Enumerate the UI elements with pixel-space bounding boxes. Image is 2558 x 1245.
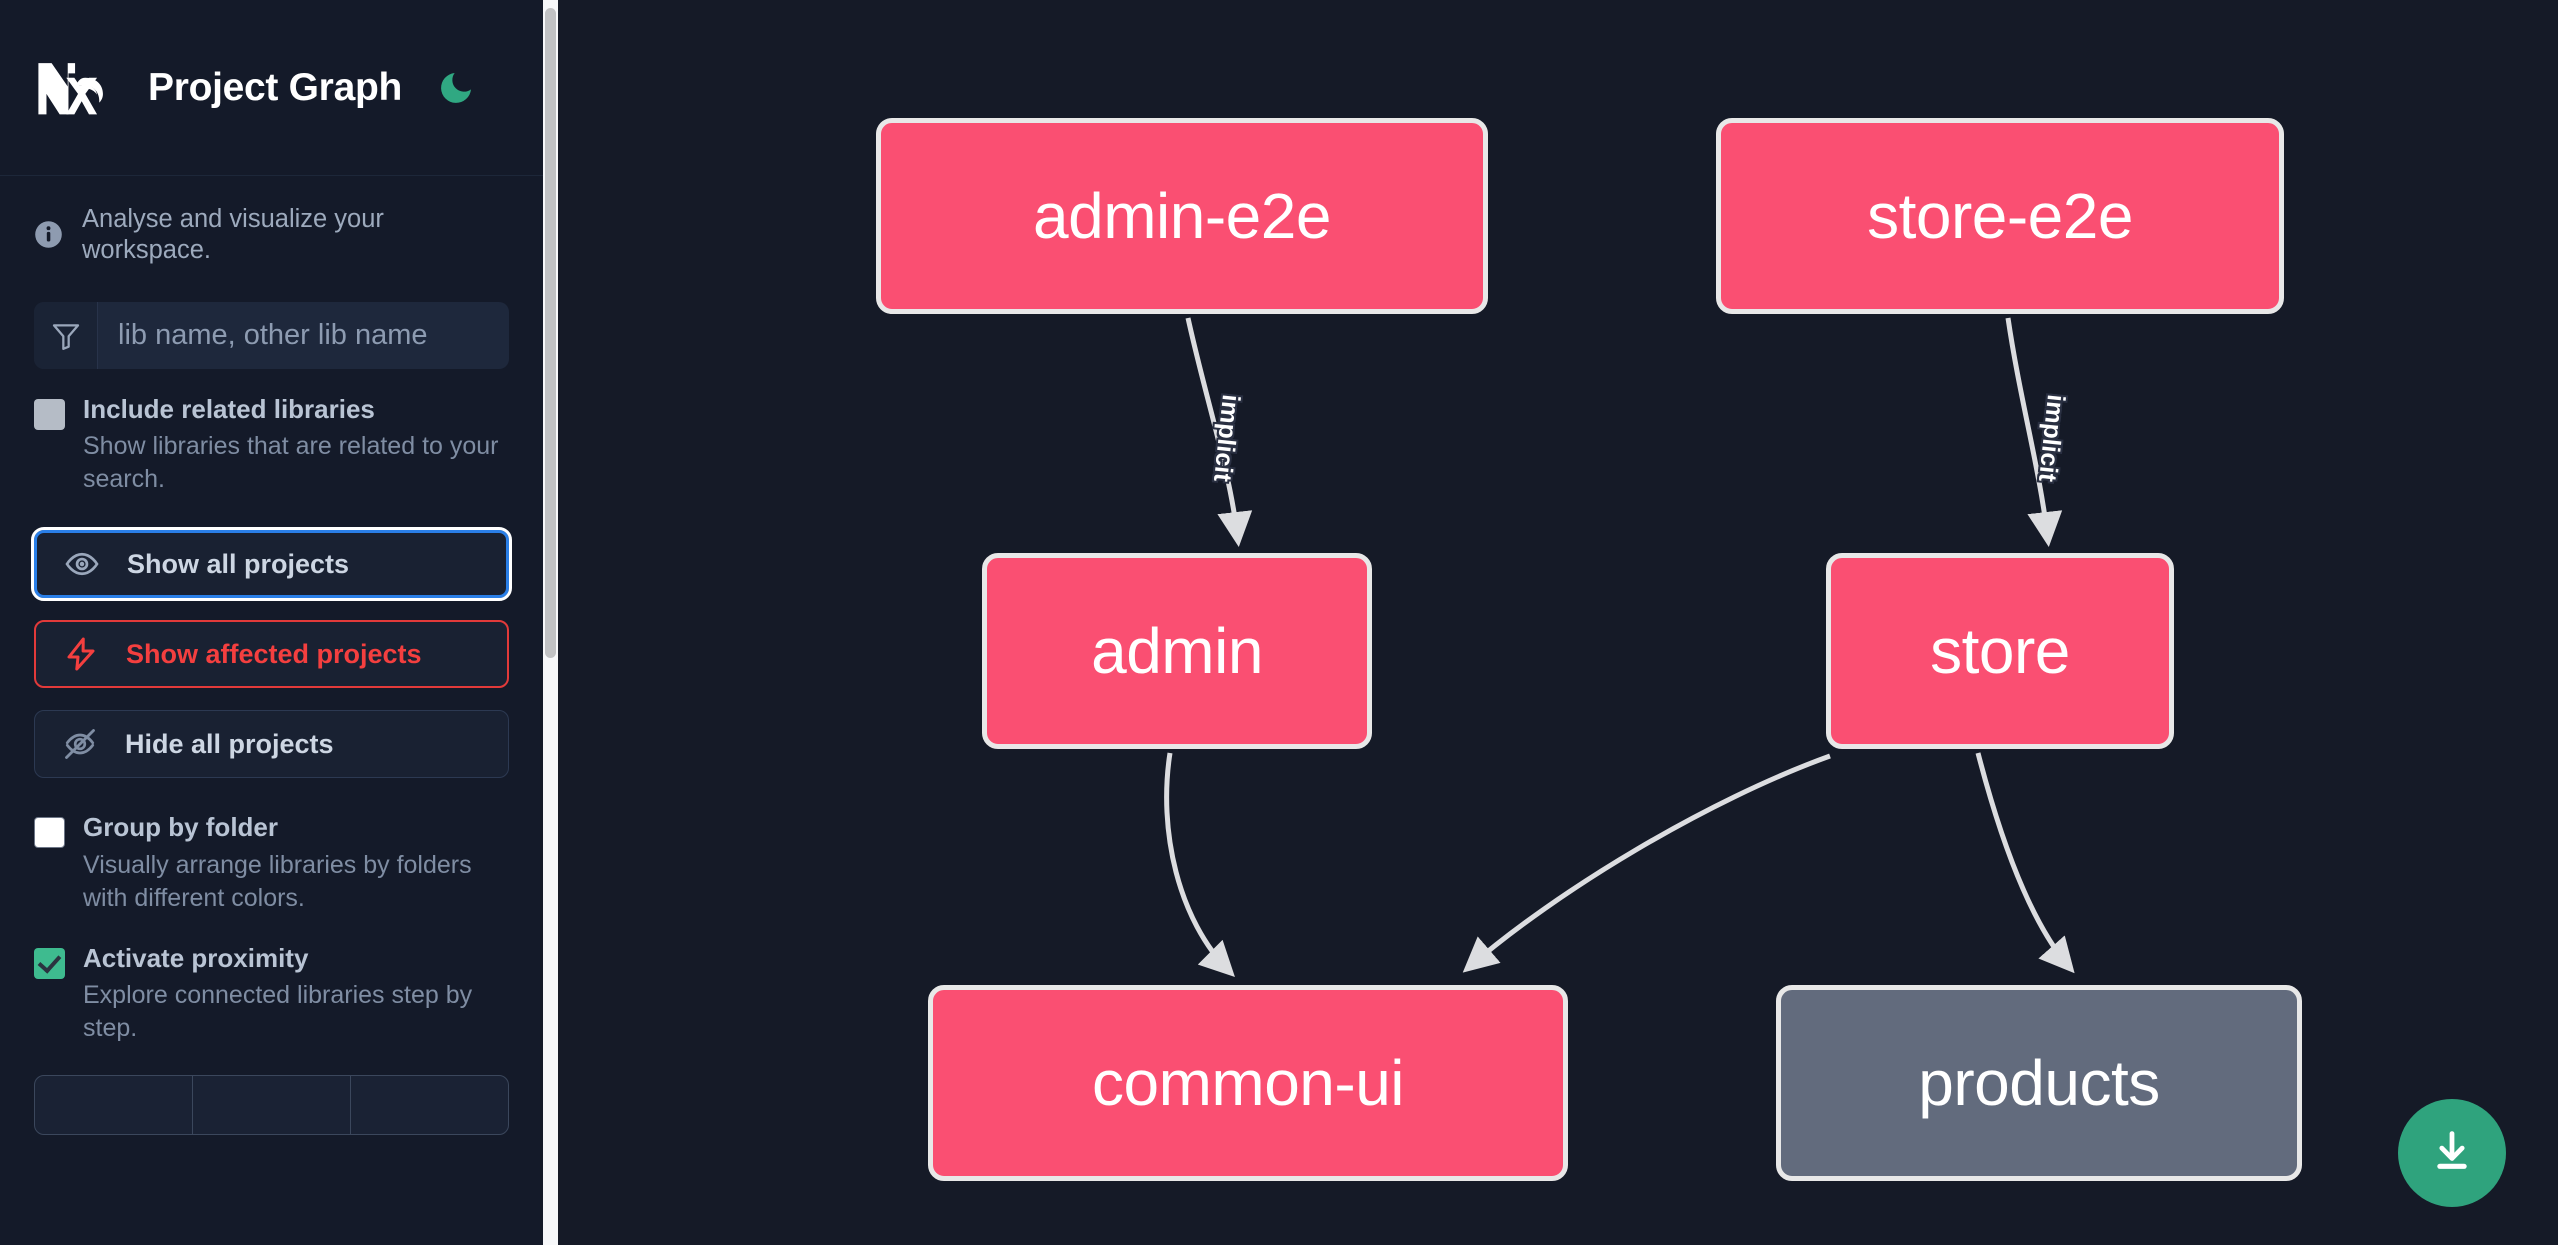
graph-node-label: store [1930,615,2070,687]
filter-row [0,265,543,370]
option-label: Group by folder [83,812,278,843]
download-image-button[interactable] [2398,1099,2506,1207]
sidebar-info-note: Analyse and visualize your workspace. [0,176,543,265]
proximity-step-segmented-control[interactable] [0,1074,543,1135]
option-description: Visually arrange libraries by folders wi… [83,850,472,912]
graph-node-common-ui[interactable]: common-ui [928,985,1568,1181]
sidebar-scrollbar-thumb[interactable] [545,8,556,658]
segment-cell[interactable] [351,1076,508,1134]
option-description: Explore connected libraries step by step… [83,980,473,1042]
option-group-by-folder[interactable]: Group by folder Visually arrange librari… [0,778,543,914]
edge-store-products [1975,752,2075,974]
eye-slash-icon [61,725,99,763]
moon-icon[interactable] [434,66,478,110]
edge-store-e2e-store [2005,317,2063,547]
graph-node-products[interactable]: products [1776,985,2302,1181]
filter-funnel-icon [34,302,98,370]
graph-edges [1164,317,2075,977]
graph-node-label: store-e2e [1867,180,2133,252]
option-label: Include related libraries [83,394,375,425]
edge-admin-common-ui [1164,752,1235,977]
segment-cell[interactable] [193,1075,351,1134]
projects-button-group: Show all projects Show affected projects [0,496,543,779]
search-input[interactable] [98,302,509,370]
show-affected-projects-button[interactable]: Show affected projects [34,620,509,689]
graph-node-label: common-ui [1091,1047,1405,1119]
page-title: Project Graph [148,65,402,109]
graph-node-label: products [1918,1047,2160,1119]
graph-node-label: admin-e2e [1033,180,1331,252]
option-description: Show libraries that are related to your … [83,432,499,494]
nx-logo-icon [34,57,122,119]
edge-admin-e2e-admin [1185,317,1253,547]
sidebar-info-text: Analyse and visualize your workspace. [82,205,384,264]
activate-proximity-checkbox[interactable] [34,947,65,979]
option-include-related-libraries[interactable]: Include related libraries Show libraries… [0,369,543,496]
sidebar-scroll-content: Project Graph Analyse and visualize your… [0,0,543,1245]
download-icon [2426,1126,2478,1181]
segment-cell[interactable] [35,1075,193,1134]
show-affected-projects-label: Show affected projects [126,638,422,669]
graph-node-label: admin [1091,615,1263,687]
hide-all-projects-button[interactable]: Hide all projects [34,710,509,779]
show-all-projects-button[interactable]: Show all projects [31,527,512,602]
option-activate-proximity[interactable]: Activate proximity Explore connected lib… [0,915,543,1045]
show-all-projects-label: Show all projects [127,548,350,579]
edge-store-common-ui [1462,753,1831,973]
eye-icon [63,545,101,583]
group-by-folder-checkbox[interactable] [34,817,65,849]
graph-node-store[interactable]: store [1826,553,2174,749]
graph-node-admin-e2e[interactable]: admin-e2e [876,118,1488,314]
lightning-bolt-icon [62,635,100,673]
graph-node-admin[interactable]: admin [982,553,1372,749]
search-box[interactable] [34,302,509,370]
option-label: Activate proximity [83,942,309,973]
sidebar: Project Graph Analyse and visualize your… [0,0,558,1245]
include-related-libraries-checkbox[interactable] [34,399,65,431]
hide-all-projects-label: Hide all projects [125,728,334,759]
sidebar-header: Project Graph [0,0,543,176]
sidebar-scrollbar-track[interactable] [543,0,558,1245]
graph-node-store-e2e[interactable]: store-e2e [1716,118,2284,314]
graph-canvas[interactable]: admin-e2e store-e2e admin store common-u… [558,0,2558,1245]
info-circle-icon [34,220,63,249]
